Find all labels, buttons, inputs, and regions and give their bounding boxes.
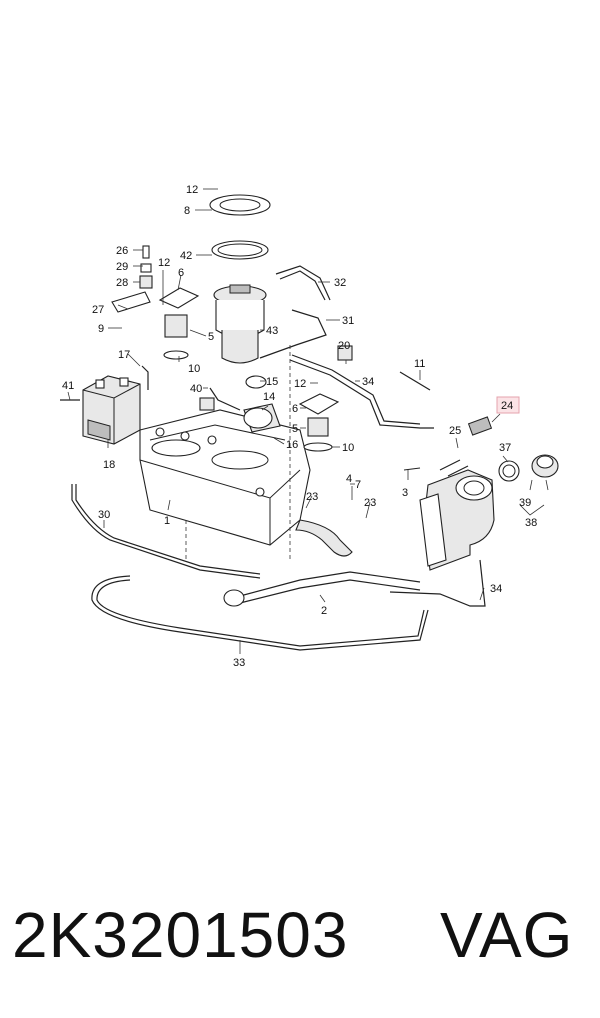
callout-label: 33 bbox=[233, 657, 245, 669]
level-sender-right bbox=[298, 393, 340, 452]
fuel-system-exploded-diagram: 12 8 26 42 6 29 28 27 9 12 5 43 32 31 17… bbox=[60, 184, 559, 669]
level-sender-left bbox=[151, 287, 201, 457]
callout-label: 1 bbox=[164, 515, 170, 527]
part-number: 2K3201503 bbox=[12, 899, 349, 971]
callout-labels: 12 8 26 42 6 29 28 27 9 12 5 43 32 31 17… bbox=[62, 184, 537, 669]
fuel-filter bbox=[243, 403, 281, 433]
callout-label: 34 bbox=[362, 376, 374, 388]
fuel-pump-assembly bbox=[209, 194, 271, 364]
callout-label: 28 bbox=[116, 277, 128, 289]
callout-label: 8 bbox=[184, 205, 190, 217]
callout-label: 23 bbox=[364, 497, 376, 509]
callout-label: 18 bbox=[103, 459, 115, 471]
callout-label: 26 bbox=[116, 245, 128, 257]
callout-label: 12 bbox=[158, 257, 170, 269]
brand-name: VAG bbox=[440, 899, 574, 971]
callout-label: 32 bbox=[334, 277, 346, 289]
fuel-cap bbox=[498, 454, 559, 482]
callout-label: 20 bbox=[338, 340, 350, 352]
callout-label: 2 bbox=[321, 605, 327, 617]
filler-neck bbox=[419, 416, 495, 571]
callout-label: 3 bbox=[402, 487, 408, 499]
callout-label: 10 bbox=[342, 442, 354, 454]
callout-label: 24 bbox=[501, 400, 513, 412]
callout-label: 5 bbox=[208, 331, 214, 343]
callout-label: 14 bbox=[263, 391, 275, 403]
callout-label: 6 bbox=[292, 403, 298, 415]
callout-label: 15 bbox=[266, 376, 278, 388]
callout-label: 17 bbox=[118, 349, 130, 361]
leader-lines bbox=[67, 188, 549, 654]
highlight-box bbox=[496, 396, 520, 414]
carbon-canister bbox=[82, 375, 141, 445]
callout-label: 9 bbox=[98, 323, 104, 335]
callout-label: 29 bbox=[116, 261, 128, 273]
callout-label: 43 bbox=[266, 325, 278, 337]
callout-label: 16 bbox=[286, 439, 298, 451]
callout-label: 27 bbox=[92, 304, 104, 316]
callout-label: 23 bbox=[306, 491, 318, 503]
callout-label: 4 bbox=[346, 473, 352, 485]
callout-label: 37 bbox=[499, 442, 511, 454]
callout-label: 41 bbox=[62, 380, 74, 392]
callout-label: 39 bbox=[519, 497, 531, 509]
callout-label: 31 bbox=[342, 315, 354, 327]
callout-label: 6 bbox=[178, 267, 184, 279]
fuel-lines bbox=[60, 245, 486, 651]
callout-label: 34 bbox=[490, 583, 502, 595]
callout-label: 30 bbox=[98, 509, 110, 521]
callout-label: 7 bbox=[355, 479, 361, 491]
callout-label: 5 bbox=[292, 423, 298, 435]
callout-label: 42 bbox=[180, 250, 192, 262]
callout-label: 12 bbox=[294, 378, 306, 390]
callout-label: 11 bbox=[414, 358, 425, 370]
callout-label: 12 bbox=[186, 184, 198, 196]
callout-label: 25 bbox=[449, 425, 461, 437]
callout-label: 38 bbox=[525, 517, 537, 529]
callout-label: 10 bbox=[188, 363, 200, 375]
callout-label: 40 bbox=[190, 383, 202, 395]
